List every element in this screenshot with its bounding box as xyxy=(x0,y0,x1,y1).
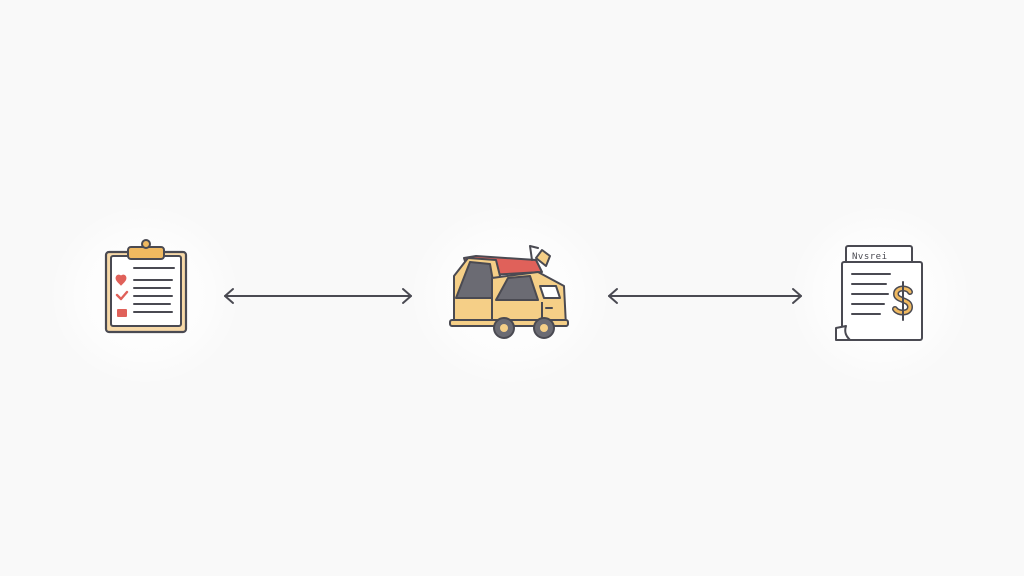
invoice-node: Nvsrei xyxy=(830,242,930,346)
dollar-sign-icon xyxy=(892,281,914,321)
clipboard-checklist-icon xyxy=(104,239,188,334)
invoice-dollar-icon: Nvsrei xyxy=(835,245,923,341)
connector-checklist-delivery xyxy=(222,286,414,306)
bidirectional-arrow-icon xyxy=(608,288,802,304)
invoice-header-text: Nvsrei xyxy=(852,252,888,262)
checklist-node xyxy=(100,238,192,336)
bidirectional-arrow-icon xyxy=(224,288,412,304)
delivery-node xyxy=(446,242,572,342)
connector-delivery-invoice xyxy=(606,286,804,306)
delivery-truck-icon xyxy=(449,245,569,339)
